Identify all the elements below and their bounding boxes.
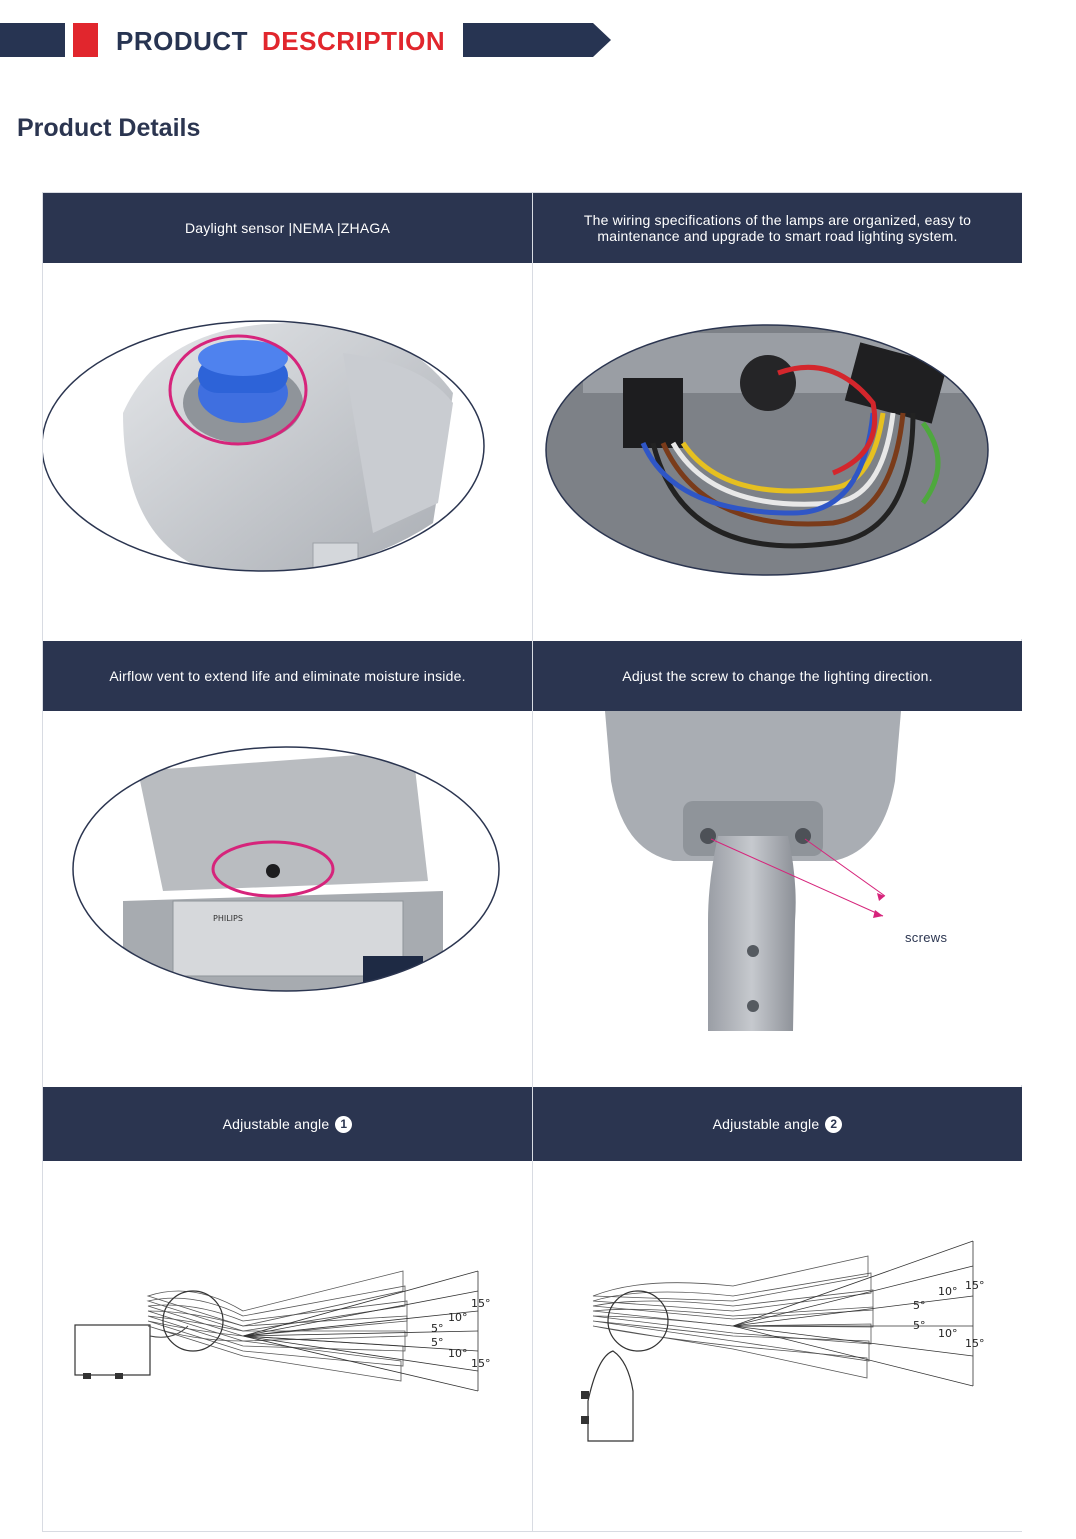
banner-block-navy [0,23,65,57]
airflow-vent-cell: PHILIPS [43,711,532,1085]
airflow-vent-photo: PHILIPS [72,746,500,992]
page-title: Product Details [17,114,201,142]
banner-word-description: DESCRIPTION [262,26,446,56]
angle-diagram-2: 15° 10° 5° 5° 10° 15° [581,1240,985,1442]
caption-screw-adjust: Adjust the screw to change the lighting … [533,641,1022,711]
angle-label: 10° [448,1347,468,1360]
wiring-photo [545,324,989,576]
screw-adjust-cell: screws [533,711,1022,1085]
svg-text:PHILIPS: PHILIPS [213,914,243,923]
product-details-grid: Daylight sensor |NEMA |ZHAGA The wiring … [42,192,1022,1532]
angle-diagram-1: 15° 10° 5° 5° 10° 15° [74,1270,491,1392]
banner-block-red [73,23,98,57]
angle-label: 5° [431,1322,444,1335]
caption-text: The wiring specifications of the lamps a… [583,212,972,244]
section-banner: PRODUCT DESCRIPTION [0,23,620,57]
angle-label: 5° [913,1319,926,1332]
angle-diagram-2-cell: 15° 10° 5° 5° 10° 15° [533,1161,1022,1531]
caption-daylight-sensor: Daylight sensor |NEMA |ZHAGA [43,193,532,263]
angle-label: 10° [938,1285,958,1298]
caption-text: Adjustable angle [222,1116,330,1132]
daylight-sensor-photo [43,320,485,572]
angle-label: 15° [471,1297,491,1310]
caption-angle-2: Adjustable angle 2 [533,1087,1022,1161]
screws-annotation: screws [905,930,948,945]
angle-label: 15° [471,1357,491,1370]
caption-airflow-vent: Airflow vent to extend life and eliminat… [43,641,532,711]
banner-word-product: PRODUCT [116,26,249,56]
caption-text: Airflow vent to extend life and eliminat… [109,668,466,684]
number-badge-2: 2 [825,1115,843,1133]
angle-label: 5° [913,1299,926,1312]
caption-text: Adjust the screw to change the lighting … [622,668,933,684]
angle-label: 10° [938,1327,958,1340]
caption-angle-1: Adjustable angle 1 [43,1087,532,1161]
caption-text: Daylight sensor |NEMA |ZHAGA [184,220,391,236]
angle-label: 15° [965,1337,985,1350]
daylight-sensor-cell [43,263,532,639]
banner-arrow [463,23,611,57]
angle-diagram-1-cell: 15° 10° 5° 5° 10° 15° [43,1161,532,1531]
angle-label: 5° [431,1336,444,1349]
grid-divider [532,193,533,1531]
screw-adjust-photo [605,711,901,1031]
caption-text: Adjustable angle [712,1116,820,1132]
angle-label: 10° [448,1311,468,1324]
caption-wiring: The wiring specifications of the lamps a… [533,193,1022,263]
number-badge-1: 1 [335,1115,353,1133]
wiring-cell [533,263,1022,639]
angle-label: 15° [965,1279,985,1292]
